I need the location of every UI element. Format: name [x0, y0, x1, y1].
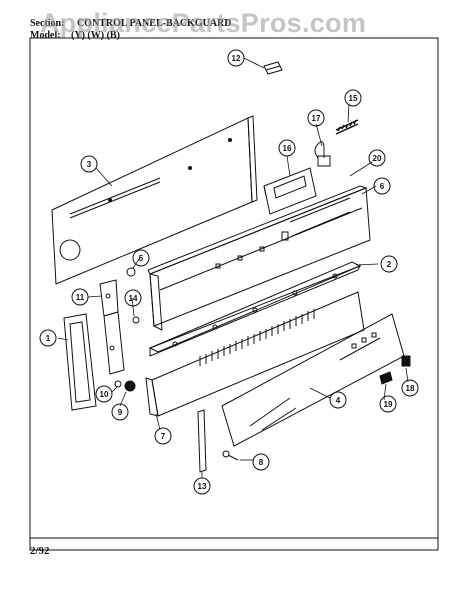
callout-17: 17: [312, 114, 321, 123]
callout-19: 19: [384, 400, 393, 409]
part-17-wire-harness: [314, 141, 331, 167]
backguard-rear-panel: [51, 115, 258, 285]
callout-18: 18: [406, 384, 415, 393]
part-4-glass-panel: [221, 313, 405, 447]
part-11-mounting-bracket: [99, 279, 125, 375]
part-2-bracket-strip: [148, 261, 362, 357]
callout-2: 2: [387, 260, 392, 269]
part-7-lower-trim: [145, 291, 365, 417]
callout-16: 16: [283, 144, 292, 153]
part-6-control-housing: [147, 185, 371, 331]
callout-14: 14: [129, 294, 138, 303]
section-value: CONTROL PANEL-BACKGUARD: [76, 18, 232, 29]
callout-1: 1: [46, 334, 51, 343]
part-19-bushing: [379, 371, 393, 385]
callout-15: 15: [349, 94, 358, 103]
part-5-screw: [126, 267, 136, 277]
watermark-text: AppliancePartsPros.com: [40, 8, 367, 38]
model-label: Model:: [30, 30, 61, 41]
part-12-clip: [263, 61, 283, 75]
callout-3: 3: [87, 160, 92, 169]
part-15-spring: [335, 119, 359, 135]
callout-9: 9: [118, 408, 123, 417]
revision-date: 2/92: [30, 545, 50, 557]
callout-13: 13: [198, 482, 207, 491]
part-16-clock-module: [263, 167, 317, 215]
callout-10: 10: [100, 390, 109, 399]
part-14-screw: [132, 316, 140, 324]
callout-12: 12: [232, 54, 241, 63]
diagram-frame: [29, 37, 439, 551]
part-13-trim-strip: [197, 409, 207, 473]
part-9-knob: [124, 380, 136, 392]
part-1-side-trim: [63, 313, 97, 411]
model-value: (Y) (W) (B): [71, 30, 120, 41]
part-18-knob: [401, 355, 411, 367]
callout-5: 5: [139, 254, 144, 263]
callout-11: 11: [76, 293, 85, 302]
leader-lines: [57, 57, 409, 478]
part-8-screw: [222, 450, 239, 461]
section-heading: Section: CONTROL PANEL-BACKGUARD: [30, 18, 232, 29]
callout-numbers: 1 2 3 4 5 6 7 8 9 10 11 12 13 14 15 16 1…: [46, 54, 415, 491]
section-label: Section:: [30, 18, 65, 29]
callout-7: 7: [161, 432, 166, 441]
callout-4: 4: [336, 396, 341, 405]
callout-circles: [39, 49, 419, 495]
model-heading: Model: (Y) (W) (B): [30, 30, 120, 41]
callout-20: 20: [373, 154, 382, 163]
callout-8: 8: [259, 458, 264, 467]
callout-6: 6: [380, 182, 385, 191]
part-10-screw: [114, 380, 122, 388]
